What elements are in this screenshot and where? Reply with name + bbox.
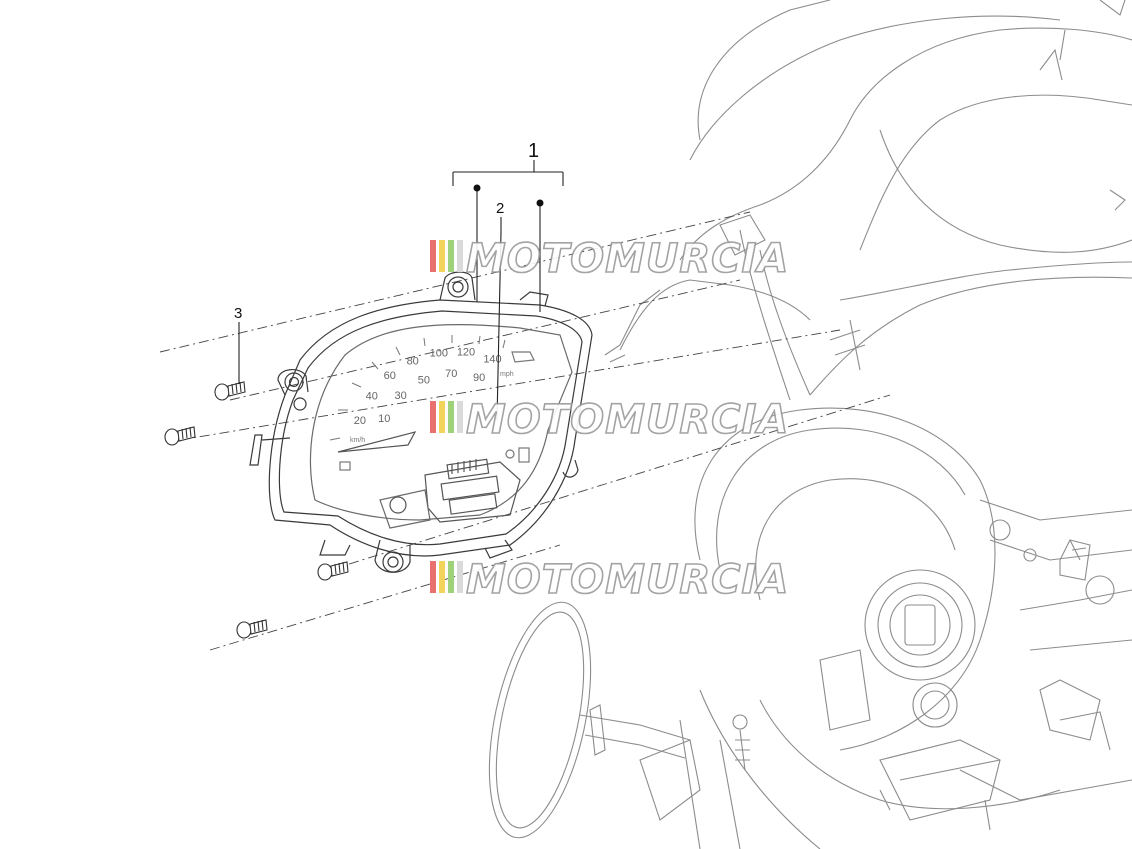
watermark-brand-text: MOTOMURCIA (466, 236, 789, 282)
screw-3-d (236, 619, 268, 639)
speedometer-mph-scale: 10 30 50 70 90 (378, 368, 485, 425)
callout-3: 3 (234, 305, 242, 322)
kmh-number-60: 60 (384, 370, 396, 382)
callout-2: 2 (496, 200, 504, 217)
mph-number-30: 30 (394, 390, 406, 402)
watermark-middle: MOTOMURCIA (430, 396, 789, 444)
kmh-number-80: 80 (407, 355, 419, 367)
kmh-number-140: 140 (483, 353, 501, 365)
screw-3-c (317, 561, 349, 581)
unit-mph-label: mph (500, 371, 514, 378)
kmh-number-120: 120 (457, 347, 475, 359)
mph-number-50: 50 (418, 375, 430, 387)
kmh-number-100: 100 (430, 347, 448, 359)
callout-1: 1 (528, 140, 539, 162)
mph-number-90: 90 (473, 372, 485, 384)
mph-number-10: 10 (378, 413, 390, 425)
screw-3-b (164, 426, 196, 446)
headlight-housing-drawing (639, 407, 1132, 849)
watermark-brand-text: MOTOMURCIA (466, 397, 789, 443)
callout-dot-1-right (536, 199, 544, 207)
screw-3-a (214, 381, 246, 401)
mph-number-70: 70 (445, 368, 457, 380)
watermark-bottom: MOTOMURCIA (430, 556, 789, 604)
callout-leaders (238, 160, 564, 421)
unit-kmh-label: km/h (350, 437, 365, 444)
watermark-brand-text: MOTOMURCIA (466, 557, 789, 603)
kmh-number-40: 40 (366, 391, 378, 403)
kmh-number-20: 20 (354, 415, 366, 427)
callout-dot-1-left (473, 184, 481, 192)
mirror-drawing (488, 601, 691, 839)
watermark-top: MOTOMURCIA (430, 235, 789, 283)
handlebar-cover-drawing (604, 0, 1132, 401)
instrument-cluster (249, 271, 593, 573)
assembly-center-lines (159, 211, 891, 651)
